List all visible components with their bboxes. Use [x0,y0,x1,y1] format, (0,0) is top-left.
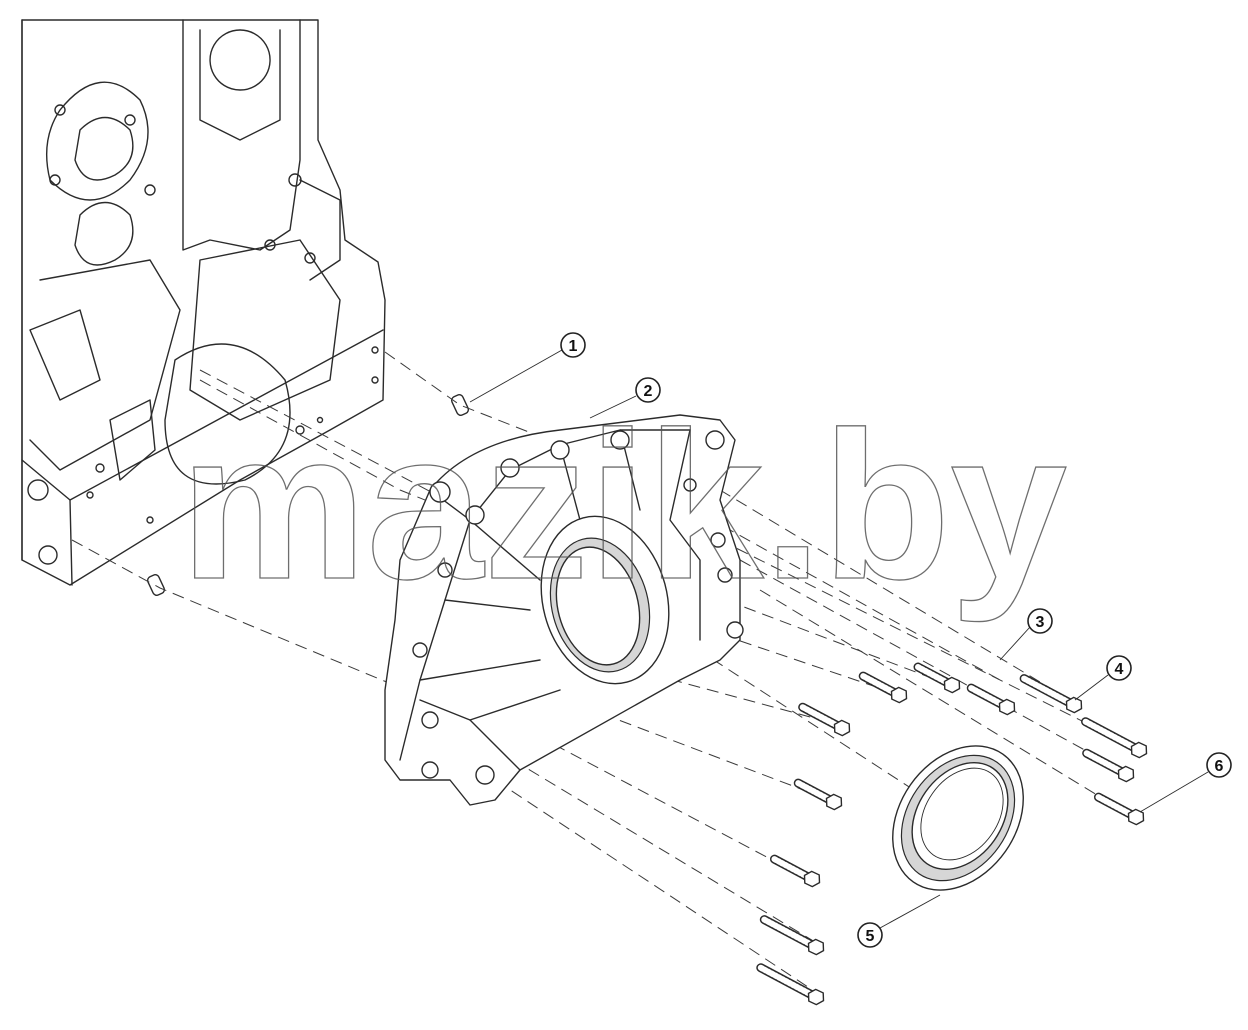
callout-2-label: 2 [644,383,653,400]
engine-block [21,19,386,586]
bolt [1019,674,1083,714]
callout-1: 1 [560,332,586,358]
callout-6-label: 6 [1215,758,1224,775]
callout-3: 3 [1027,608,1053,634]
watermark-text: mazik.by [180,388,1067,623]
bolt [1082,748,1135,783]
callout-2: 2 [635,377,661,403]
bolt-group [756,662,1148,1006]
bolt [966,683,1016,716]
callout-5: 5 [857,922,883,948]
leader-lines [469,349,1209,929]
bolt [793,778,843,811]
callout-3-label: 3 [1036,614,1045,631]
callout-5-label: 5 [866,928,875,945]
bolt [798,702,851,737]
dowel-pin-upper [450,394,470,416]
dowel-pin-lower [146,574,166,596]
bolt [756,963,825,1006]
crankshaft-rear-seal [892,745,1024,891]
callout-6: 6 [1206,752,1232,778]
callout-1-label: 1 [569,338,578,355]
bolt [759,915,825,956]
bolt [1093,792,1145,826]
callout-4: 4 [1106,655,1132,681]
bolt [1081,717,1148,759]
callout-4-label: 4 [1115,661,1124,678]
bolt [858,671,908,704]
rear-cover-housing [384,414,744,806]
bolt [769,854,821,888]
bolt [913,662,961,694]
